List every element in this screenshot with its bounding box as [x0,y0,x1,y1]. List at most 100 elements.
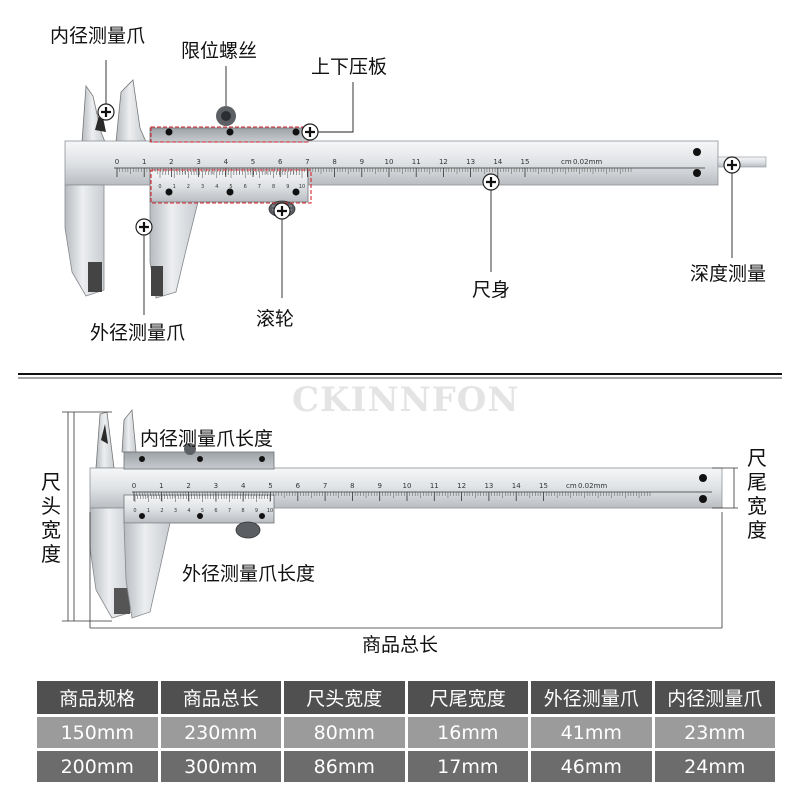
top-scale-unit: cm [561,158,572,166]
label-inner-jaw-length: 内径测量爪长度 [140,428,274,450]
spec-table: 商品规格 商品总长 尺头宽度 尺尾宽度 外径测量爪 内径测量爪 150mm 23… [34,678,778,785]
vernier-number: 10 [299,184,305,190]
bottom-scale-precision: 0.02mm [578,482,607,490]
scale-number: 8 [350,482,354,490]
inner-jaw-plus-icon [96,102,116,122]
scale-number: 3 [214,482,218,490]
scale-number: 7 [305,158,309,166]
vernier-number: 5 [201,508,204,514]
label-depth-gauge: 深度测量 [690,263,767,285]
top-callout-lines [105,60,733,315]
spec-cell: 80mm [284,717,405,748]
vernier-number: 0 [133,508,136,514]
scale-number: 11 [430,482,439,490]
bottom-roller [235,521,261,539]
scale-number: 13 [466,158,475,166]
scale-number: 6 [278,158,283,166]
spec-cell: 16mm [407,717,528,748]
top-vernier-ticks [159,171,303,178]
vernier-number: 9 [255,508,258,514]
top-plate-screw [165,128,173,136]
pressure-plate-plus-icon [300,122,320,142]
vernier-number: 0 [158,184,161,190]
bottom-inner-jaw-moving [121,408,137,453]
vernier-number: 10 [267,508,273,514]
spec-header-cell: 尺头宽度 [284,681,405,714]
scale-number: 0 [115,158,119,166]
scale-number: 1 [142,158,146,166]
scale-number: 14 [512,482,521,490]
vernier-number: 5 [229,184,232,190]
scale-number: 12 [457,482,466,490]
scale-number: 7 [323,482,327,490]
scale-number: 6 [296,482,301,490]
vernier-number: 2 [160,508,163,514]
label-head-width: 尺头宽度 [41,470,61,566]
bottom-main-scale-ticks [133,492,544,501]
scale-number: 10 [385,158,394,166]
vernier-number: 6 [244,184,247,190]
depth-gauge-plus-icon [722,155,742,175]
watermark: CKINNFON [292,380,520,420]
scale-number: 5 [251,158,255,166]
main-scale-plus-icon [481,172,501,192]
spec-header-cell: 商品规格 [37,681,158,714]
scale-number: 12 [439,158,448,166]
scale-number: 10 [403,482,412,490]
label-inner-jaw: 内径测量爪 [50,25,146,47]
top-plate-callout-lower [150,169,312,204]
top-outer-jaw-fixed-tip [88,262,102,292]
vernier-number: 4 [187,508,190,514]
scale-number: 15 [521,158,530,166]
bottom-main-scale-minor-ticks [136,492,651,498]
vernier-number: 4 [215,184,218,190]
scale-number: 5 [268,482,272,490]
label-tail-width: 尺尾宽度 [747,446,767,542]
scale-number: 0 [132,482,136,490]
vernier-number: 1 [147,508,150,514]
label-pressure-plate: 上下压板 [311,56,388,78]
scale-number: 14 [493,158,502,166]
bottom-outer-jaw-moving [123,522,171,619]
label-limit-screw: 限位螺丝 [181,40,258,62]
dimension-lines [62,411,738,629]
scale-number: 4 [241,482,246,490]
spec-cell: 41mm [531,717,652,748]
vernier-number: 7 [228,508,231,514]
spec-cell: 300mm [160,751,281,782]
label-outer-jaw: 外径测量爪 [90,322,186,344]
vernier-number: 9 [286,184,289,190]
scale-number: 2 [169,158,173,166]
vernier-number: 8 [272,184,275,190]
top-tail-screw [693,148,701,156]
spec-cell: 200mm [37,751,158,782]
spec-header-cell: 外径测量爪 [531,681,652,714]
outer-jaw-plus-icon [134,217,154,237]
spec-header-cell: 内径测量爪 [654,681,775,714]
vernier-number: 6 [214,508,217,514]
scale-number: 9 [377,482,381,490]
spec-cell: 86mm [284,751,405,782]
scale-number: 15 [539,482,548,490]
vernier-number: 3 [174,508,177,514]
top-outer-jaw-moving-tip [151,266,163,296]
spec-cell: 230mm [160,717,281,748]
scale-number: 2 [186,482,190,490]
vernier-number: 1 [173,184,176,190]
vernier-number: 2 [187,184,190,190]
roller-plus-icon [272,201,292,221]
top-scale-precision: 0.02mm [573,158,602,166]
label-roller: 滚轮 [256,308,295,330]
vernier-number: 7 [258,184,261,190]
spec-header-cell: 商品总长 [160,681,281,714]
top-depth-rod [717,156,767,168]
scale-number: 9 [360,158,364,166]
scale-number: 11 [412,158,421,166]
spec-cell: 150mm [37,717,158,748]
